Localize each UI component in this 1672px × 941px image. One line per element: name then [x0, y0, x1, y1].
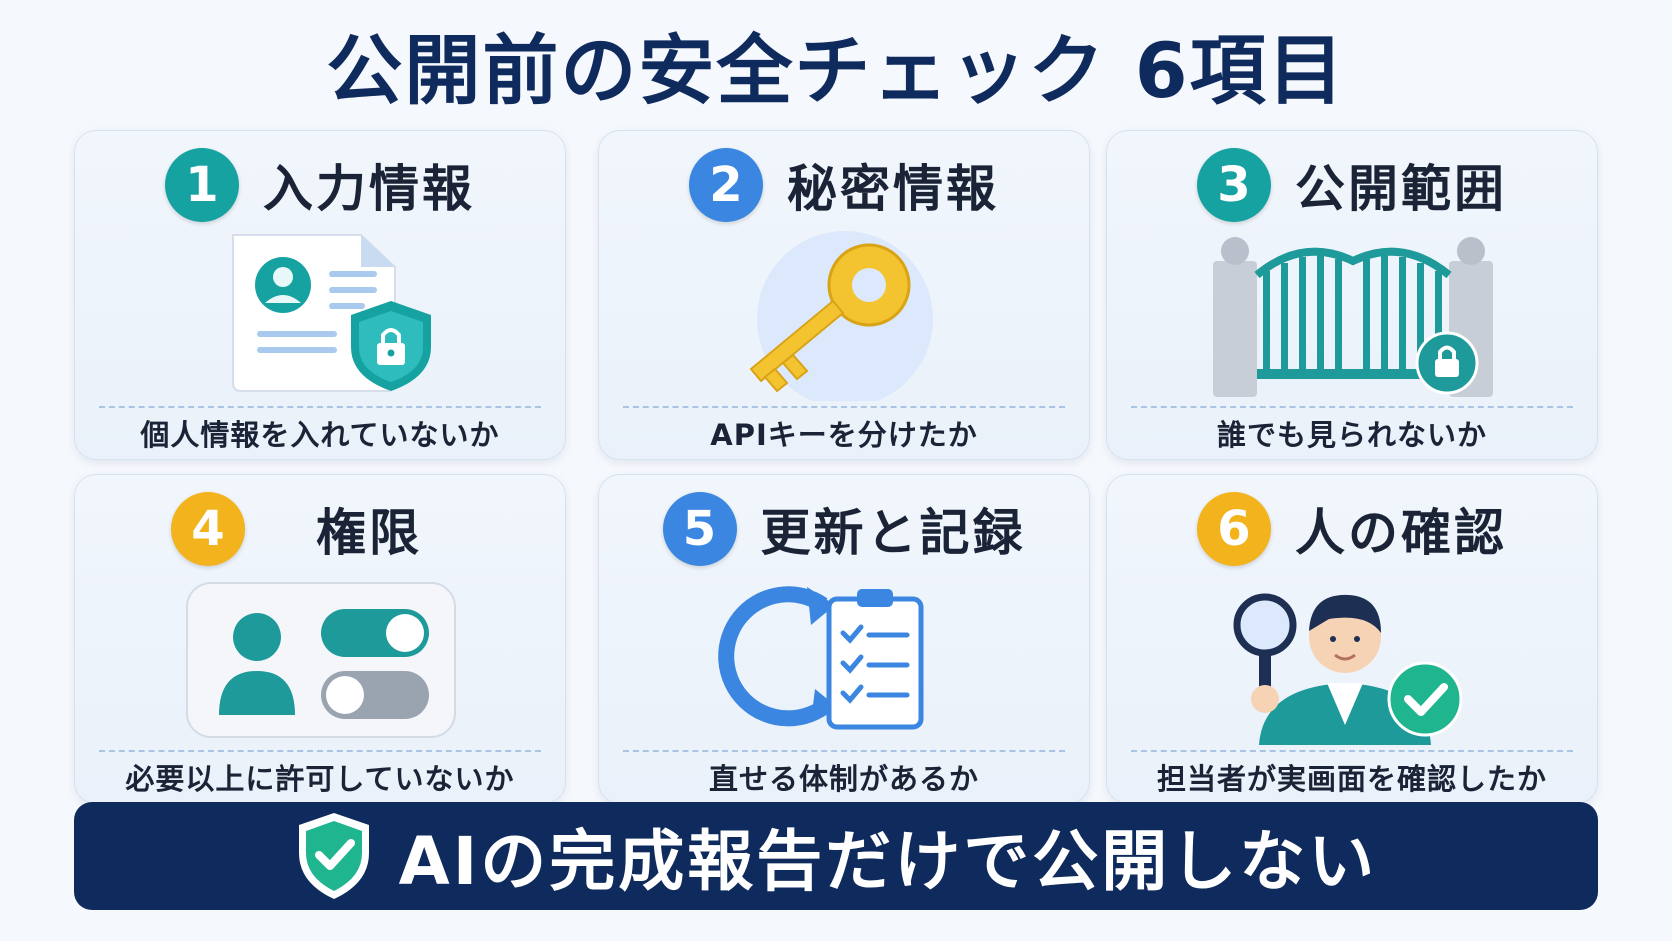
- card-title: 公開範囲: [1295, 160, 1507, 218]
- check-card-update-record: 5 更新と記録 直せる体制があるか: [598, 474, 1090, 804]
- card-title: 権限: [316, 504, 422, 562]
- card-title: 更新と記録: [760, 504, 1026, 562]
- divider: [1131, 750, 1573, 752]
- card-title: 人の確認: [1295, 504, 1507, 562]
- permission-toggle-icon: [186, 582, 456, 738]
- gate-lock-icon: [1213, 237, 1493, 397]
- card-caption: 直せる体制があるか: [708, 762, 979, 796]
- number-badge-3: 3: [1197, 148, 1271, 222]
- divider: [99, 406, 541, 408]
- divider: [1131, 406, 1573, 408]
- check-card-public-scope: 3 公開範囲 誰でも見られないか: [1106, 130, 1598, 460]
- document-shield-icon: [232, 234, 431, 392]
- number-badge-5: 5: [662, 492, 737, 566]
- number-badge-2: 2: [689, 148, 763, 222]
- check-card-permissions: 4 権限 必要以上に許可していないか: [74, 474, 566, 804]
- card-caption: APIキーを分けたか: [710, 418, 978, 452]
- card-caption: 誰でも見られないか: [1216, 418, 1487, 452]
- divider: [99, 750, 541, 752]
- card-caption: 個人情報を入れていないか: [140, 418, 500, 452]
- number-badge-6: 6: [1197, 492, 1271, 566]
- key-icon: [749, 231, 933, 401]
- card-title: 入力情報: [263, 160, 475, 218]
- page-title: 公開前の安全チェック 6項目: [326, 26, 1346, 115]
- check-card-input-info: 1 入力情報 個人情報を入れていないか: [74, 130, 566, 460]
- person-magnifier-icon: [1233, 593, 1463, 745]
- number-badge-4: 4: [171, 492, 245, 566]
- check-card-secret-info: 2 秘密情報 APIキーを分けたか: [598, 130, 1090, 460]
- check-card-human-review: 6 人の確認 担当者が実画面を確認したか: [1106, 474, 1598, 804]
- shield-check-icon: [298, 813, 369, 899]
- card-title: 秘密情報: [787, 160, 999, 218]
- card-caption: 担当者が実画面を確認したか: [1156, 762, 1547, 796]
- warning-banner: AIの完成報告だけで公開しない: [74, 802, 1598, 910]
- card-caption: 必要以上に許可していないか: [125, 762, 515, 796]
- refresh-clipboard-icon: [718, 586, 924, 730]
- number-badge-1: 1: [165, 148, 239, 222]
- divider: [623, 406, 1065, 408]
- banner-text: AIの完成報告だけで公開しない: [398, 823, 1378, 900]
- divider: [623, 750, 1065, 752]
